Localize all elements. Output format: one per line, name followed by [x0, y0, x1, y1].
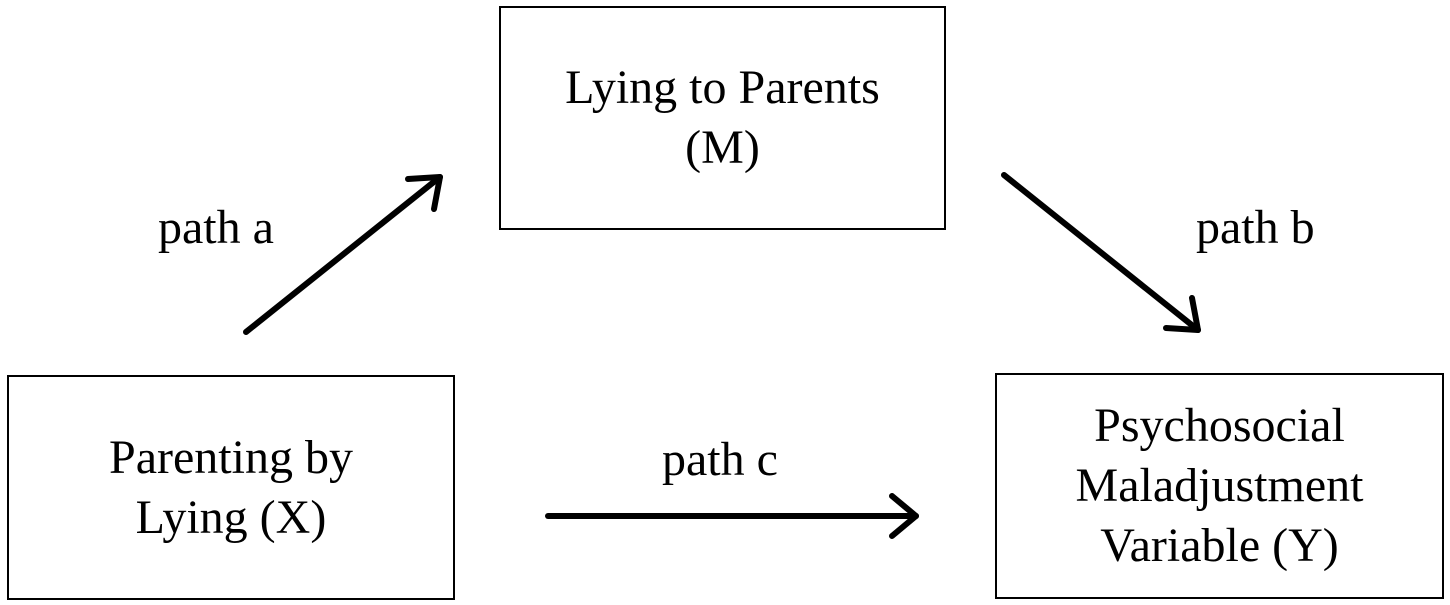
outcome-label-line3: Variable (Y) — [1100, 519, 1339, 572]
predictor-label-line2: Lying (X) — [135, 490, 327, 544]
path-c-arrow — [545, 493, 919, 539]
mediator-label-line1: Lying to Parents — [565, 61, 880, 114]
mediator-label-line2: (M) — [685, 121, 760, 174]
path-c-label: path c — [662, 433, 778, 486]
predictor-label-line1: Parenting by — [109, 430, 353, 484]
outcome-label-line2: Maladjustment — [1075, 459, 1364, 512]
path-a-label: path a — [158, 201, 274, 254]
path-a-arrow — [243, 174, 443, 335]
path-b-label: path b — [1196, 201, 1315, 254]
predictor-node: Parenting by Lying (X) — [7, 375, 455, 600]
mediator-node: Lying to Parents (M) — [499, 6, 946, 230]
path-b-arrow — [1001, 172, 1201, 333]
outcome-node: Psychosocial Maladjustment Variable (Y) — [995, 373, 1444, 599]
outcome-label-line1: Psychosocial — [1094, 399, 1345, 452]
